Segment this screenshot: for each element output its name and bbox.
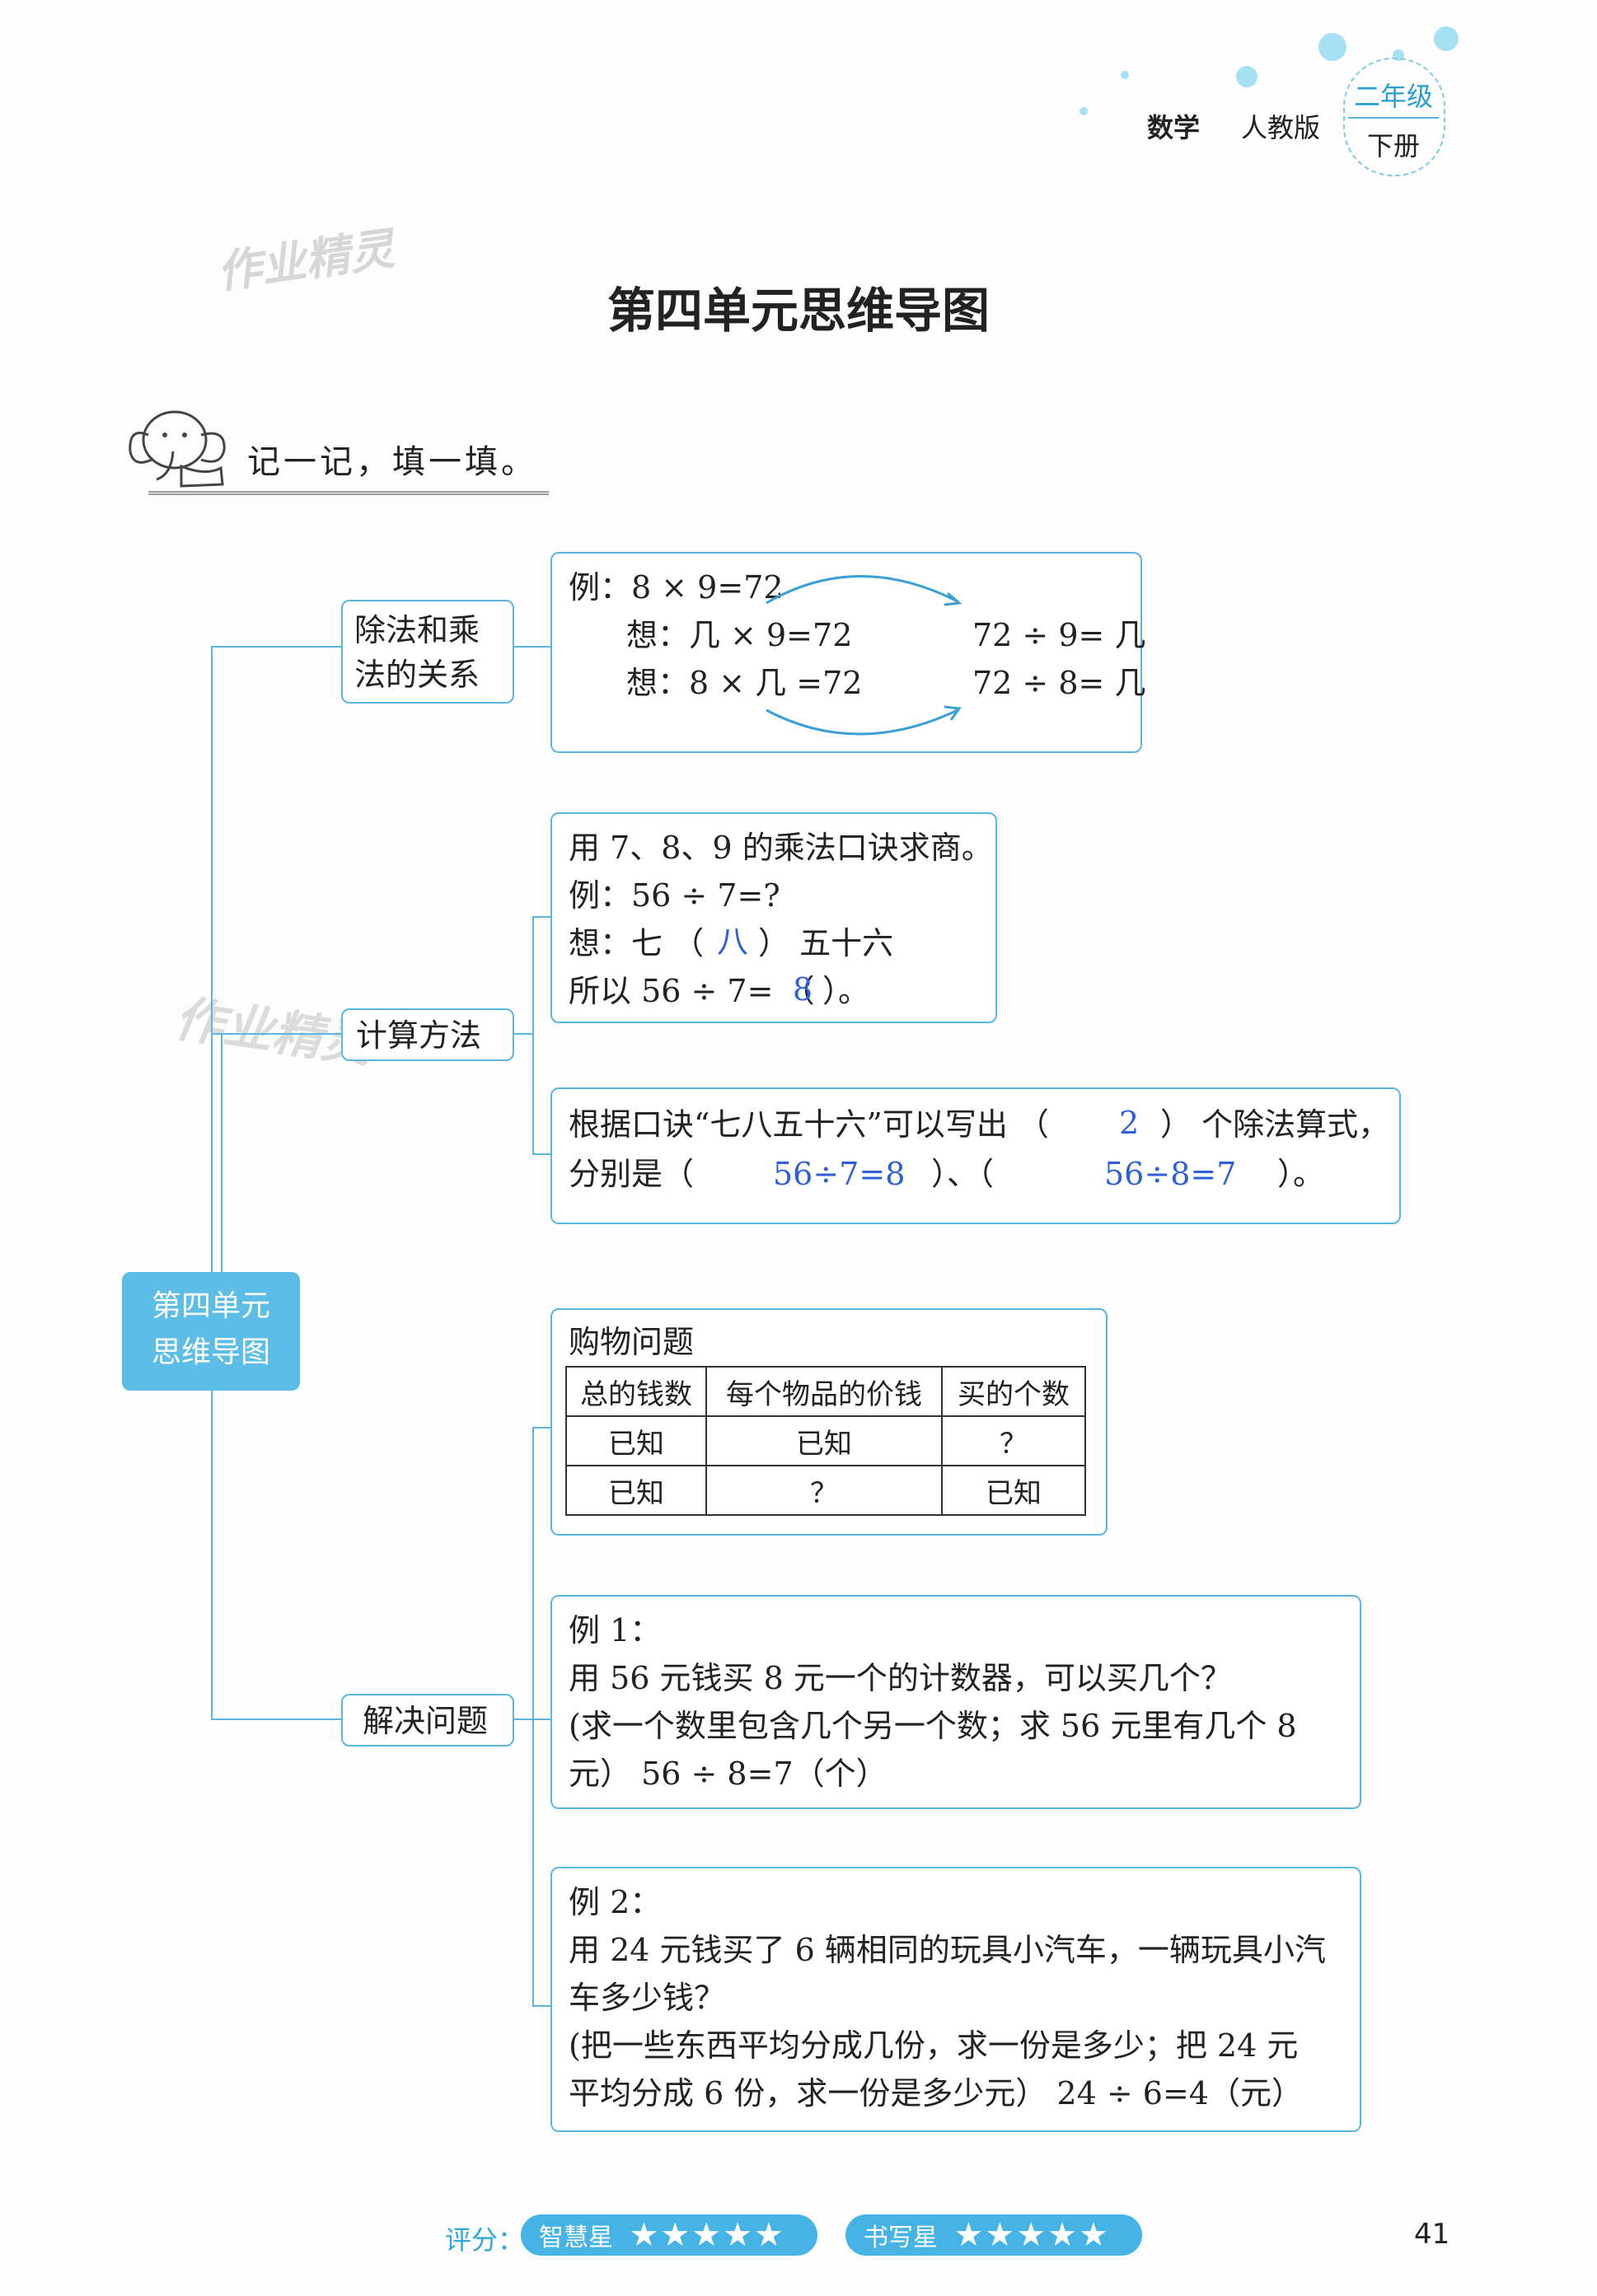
table-cell: 已知	[566, 1416, 706, 1466]
table-header-cell: 每个物品的价钱	[706, 1367, 942, 1416]
example2-line2: 用 24 元钱买了 6 辆相同的玩具小汽车，一辆玩具小汽	[569, 1934, 1326, 1966]
example1-line2: 用 56 元钱买 8 元一个的计数器，可以买几个？	[569, 1662, 1232, 1694]
method-line1: 用 7、8、9 的乘法口诀求商。	[569, 832, 993, 863]
decor-flower-icon	[1236, 66, 1257, 87]
star-icon: ★★★★★	[630, 2216, 785, 2254]
connector-line	[532, 916, 534, 1155]
connector-line	[511, 646, 550, 648]
method-box-1: 用 7、8、9 的乘法口诀求商。 例：56 ÷ 7=? 想：七 （ 八 ） 五十…	[550, 812, 997, 1023]
header-grade: 二年级	[1348, 76, 1439, 119]
table-cell: 已知	[942, 1466, 1085, 1515]
connector-line	[511, 1033, 534, 1035]
table-row: 已知 已知 ？	[566, 1416, 1085, 1466]
connector-line	[532, 1427, 550, 1429]
connector-line	[532, 1427, 534, 2007]
method2-line2-prefix: 分别是（	[569, 1158, 694, 1190]
section-label: 记一记，填一填。	[247, 435, 537, 483]
method2-middle: ）、（	[931, 1158, 994, 1190]
example2-line4: (把一些东西平均分成几份，求一份是多少；把 24 元	[569, 2030, 1298, 2061]
decor-flower-icon	[1079, 107, 1088, 115]
method-line3-answer: 八	[717, 926, 748, 957]
table-cell: ？	[942, 1416, 1085, 1466]
root-node-line1: 第四单元	[122, 1284, 300, 1330]
root-node: 第四单元 思维导图	[122, 1272, 300, 1391]
example1-line4: 元） 56 ÷ 8=7（个）	[569, 1758, 887, 1789]
connector-line	[532, 2005, 550, 2007]
method-line4-suffix: ）。	[822, 975, 869, 1007]
decor-flower-icon	[1318, 33, 1346, 61]
example2-line5: 平均分成 6 份，求一份是多少元） 24 ÷ 6=4（元）	[569, 2078, 1303, 2109]
shopping-title: 购物问题	[569, 1326, 694, 1358]
table-cell: 已知	[706, 1416, 942, 1466]
elephant-icon	[124, 402, 239, 493]
example2-line3: 车多少钱？	[569, 1982, 725, 2013]
method-line3-prefix: 想：七 （	[569, 928, 704, 959]
connector-line	[221, 1033, 222, 1272]
connector-line	[532, 1153, 550, 1155]
header-edition: 人教版	[1241, 107, 1320, 145]
example2-box: 例 2： 用 24 元钱买了 6 辆相同的玩具小汽车，一辆玩具小汽 车多少钱？ …	[550, 1867, 1361, 2132]
connector-line	[532, 1718, 550, 1720]
pill1-label: 智慧星	[539, 2224, 613, 2252]
relation-div2: 72 ÷ 8= 几	[972, 667, 1145, 699]
connector-line	[532, 916, 550, 918]
method2-answer-b: 56÷8=7	[1104, 1158, 1236, 1190]
shopping-table: 总的钱数 每个物品的价钱 买的个数 已知 已知 ？ 已知 ？ 已知	[565, 1366, 1086, 1516]
method-box-2: 根据口诀“七八五十六”可以写出 （ 2 ） 个除法算式， 分别是（ 56÷7=8…	[550, 1087, 1401, 1224]
example1-box: 例 1： 用 56 元钱买 8 元一个的计数器，可以买几个？ (求一个数里包含几…	[550, 1595, 1361, 1809]
decor-flower-icon	[1121, 71, 1129, 79]
branch-relation-label: 除法和乘 法的关系	[341, 600, 514, 704]
branch-label-line: 法的关系	[354, 659, 480, 690]
pill2-label: 书写星	[864, 2224, 938, 2252]
writing-star-rating: 书写星 ★★★★★	[845, 2214, 1142, 2256]
decor-flower-icon	[1434, 26, 1459, 51]
table-row: 已知 ？ 已知	[566, 1466, 1085, 1515]
method2-line2-suffix: ）。	[1277, 1158, 1324, 1190]
score-label: 评分：	[445, 2219, 524, 2257]
header-volume: 下册	[1348, 125, 1439, 163]
example2-line1: 例 2：	[569, 1887, 661, 1918]
connector-line	[211, 1718, 341, 1720]
branch-label-text: 解决问题	[363, 1705, 488, 1737]
page-title: 第四单元思维导图	[0, 272, 1597, 341]
connector-line	[211, 646, 341, 648]
method2-line1-suffix: ） 个除法算式，	[1160, 1109, 1389, 1140]
method2-line1-prefix: 根据口诀“七八五十六”可以写出 （	[569, 1109, 1049, 1140]
method2-answer-a: 56÷7=8	[773, 1158, 905, 1190]
table-header-cell: 总的钱数	[566, 1367, 706, 1416]
header-subject: 数学	[1147, 107, 1200, 145]
table-header-cell: 买的个数	[942, 1367, 1085, 1416]
relation-div1: 72 ÷ 9= 几	[972, 620, 1145, 651]
branch-problems-label: 解决问题	[341, 1694, 514, 1747]
root-node-line2: 思维导图	[122, 1330, 300, 1376]
method-line2: 例：56 ÷ 7=?	[569, 880, 780, 911]
table-cell: ？	[706, 1466, 942, 1515]
star-icon: ★★★★★	[954, 2216, 1110, 2254]
method-line4-answer: 8	[793, 974, 813, 1005]
arrow-icon	[750, 554, 997, 751]
connector-line	[511, 1718, 534, 1720]
connector-line	[211, 1033, 341, 1035]
branch-method-label: 计算方法	[341, 1008, 514, 1061]
example1-line3: (求一个数里包含几个另一个数；求 56 元里有几个 8	[569, 1710, 1297, 1742]
branch-label-line: 除法和乘	[354, 615, 480, 646]
table-cell: 已知	[566, 1466, 706, 1515]
relation-box: 例：8 × 9=72 想：几 × 9=72 想：8 × 几 =72 72 ÷ 9…	[550, 552, 1142, 753]
connector-line	[211, 646, 213, 1718]
method-line3-suffix: ） 五十六	[758, 928, 893, 959]
branch-label-text: 计算方法	[356, 1020, 481, 1051]
page-number: 41	[1414, 2218, 1449, 2251]
wisdom-star-rating: 智慧星 ★★★★★	[521, 2214, 817, 2256]
table-row: 总的钱数 每个物品的价钱 买的个数	[566, 1367, 1085, 1416]
method-line4-prefix: 所以 56 ÷ 7= （	[569, 975, 815, 1007]
example1-line1: 例 1：	[569, 1615, 661, 1646]
section-underline	[148, 491, 549, 495]
method2-line1-answer: 2	[1119, 1107, 1139, 1139]
